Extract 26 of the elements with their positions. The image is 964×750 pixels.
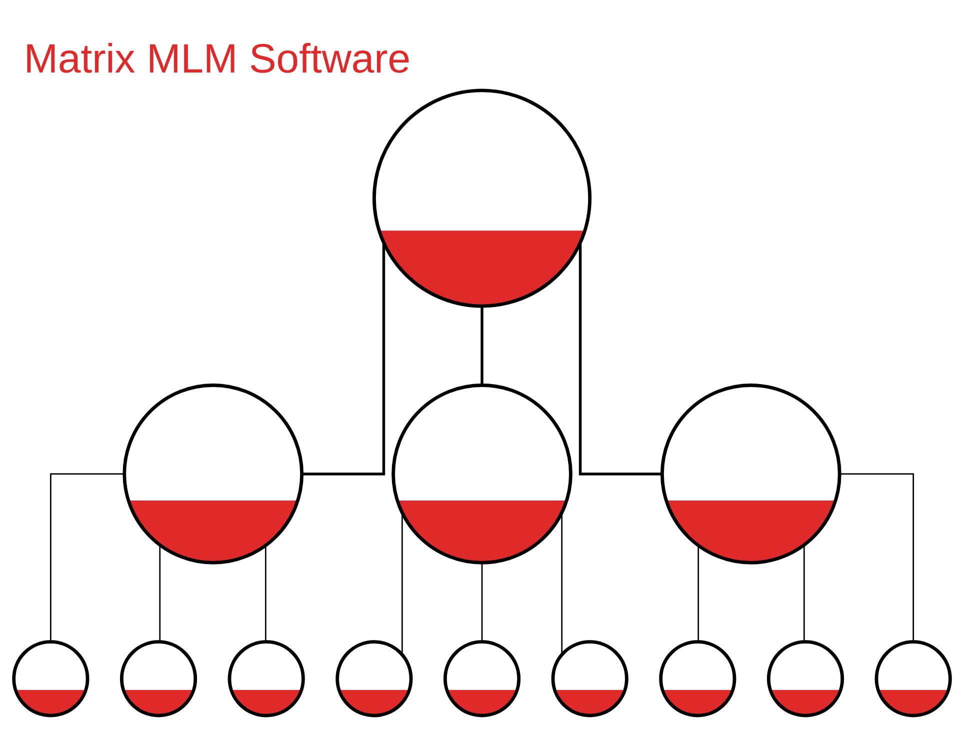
node-person: [120, 640, 198, 718]
node-person: [766, 640, 844, 718]
node-person: [659, 640, 736, 718]
node-person: [551, 640, 628, 718]
node-person: [372, 88, 592, 308]
connector: [481, 563, 483, 642]
connector: [50, 473, 124, 642]
connector: [840, 473, 914, 642]
diagram-title: Matrix MLM Software: [24, 36, 411, 82]
connector: [480, 306, 484, 386]
node-person: [392, 384, 572, 564]
connector: [264, 546, 266, 642]
node-person: [874, 640, 952, 718]
node-person: [228, 640, 305, 718]
node-person: [12, 640, 90, 718]
node-person: [122, 384, 304, 564]
node-person: [443, 640, 521, 718]
connector: [302, 243, 386, 476]
connector: [561, 512, 563, 655]
node-person: [336, 640, 413, 718]
connector: [803, 544, 805, 642]
connector: [698, 546, 700, 642]
connector: [159, 544, 161, 642]
connector: [578, 243, 662, 476]
connector: [401, 512, 403, 655]
node-person: [660, 384, 842, 564]
